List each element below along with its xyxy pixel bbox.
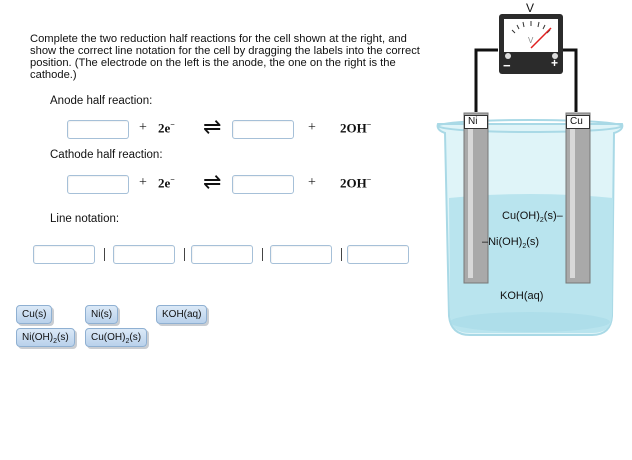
line-notation-box-3[interactable] [191, 245, 253, 264]
cathode-plus-2: + [308, 175, 316, 190]
beaker-rim [437, 119, 623, 133]
chip-cu-oh-2-s[interactable]: Cu(OH)2(s) [85, 328, 148, 347]
cathode-hydroxide: 2OH− [340, 175, 372, 191]
ni-electrode-label: Ni [464, 115, 488, 129]
line-notation-box-1[interactable] [33, 245, 95, 264]
cathode-equilibrium-arrow: ⇌ [203, 169, 222, 194]
chip-koh-aq[interactable]: KOH(aq) [156, 305, 208, 324]
line-notation-separator-1 [104, 248, 105, 261]
chip-ni-s[interactable]: Ni(s) [85, 305, 119, 324]
voltmeter-label: V [526, 1, 535, 15]
terminal-positive-label: + [551, 56, 559, 70]
terminal-negative-label: − [503, 58, 511, 73]
instructions-text: Complete the two reduction half reaction… [30, 33, 420, 81]
ni-hydroxide-species-label: –Ni(OH)2(s) [482, 236, 540, 251]
anode-product-box[interactable] [232, 120, 294, 139]
anode-reactant-box[interactable] [67, 120, 129, 139]
line-notation-box-4[interactable] [270, 245, 332, 264]
line-notation-separator-3 [262, 248, 263, 261]
line-notation-label: Line notation: [50, 213, 120, 225]
cathode-label: Cathode half reaction: [50, 149, 163, 161]
cathode-plus-1: + [139, 175, 147, 190]
terminal-negative [505, 53, 511, 59]
cu-electrode-label: Cu [566, 115, 590, 129]
solution-label: KOH(aq) [500, 290, 544, 302]
anode-equilibrium-arrow: ⇌ [203, 114, 222, 139]
chip-cu-s[interactable]: Cu(s) [16, 305, 53, 324]
line-notation-box-5[interactable] [347, 245, 409, 264]
ni-electrode-shine [468, 128, 473, 278]
cu-electrode [565, 112, 591, 284]
cathode-reactant-box[interactable] [67, 175, 129, 194]
cathode-electrons: 2e− [158, 175, 175, 191]
voltmeter-needle [530, 27, 552, 49]
terminal-positive [552, 53, 558, 59]
anode-label: Anode half reaction: [50, 95, 153, 107]
right-wire [558, 48, 578, 112]
ni-electrode [463, 112, 489, 284]
line-notation-box-2[interactable] [113, 245, 175, 264]
cu-hydroxide-species-label: Cu(OH)2(s)– [502, 210, 563, 225]
anode-plus-1: + [139, 120, 147, 135]
cu-electrode-shine [570, 128, 575, 278]
line-notation-separator-2 [184, 248, 185, 261]
chip-ni-oh-2-s[interactable]: Ni(OH)2(s) [16, 328, 75, 347]
anode-electrons: 2e− [158, 120, 175, 136]
line-notation-separator-4 [341, 248, 342, 261]
beaker-base [450, 312, 610, 332]
anode-hydroxide: 2OH− [340, 120, 372, 136]
anode-plus-2: + [308, 120, 316, 135]
cathode-product-box[interactable] [232, 175, 294, 194]
voltmeter-face-label: V [528, 36, 534, 45]
left-wire [474, 48, 498, 112]
